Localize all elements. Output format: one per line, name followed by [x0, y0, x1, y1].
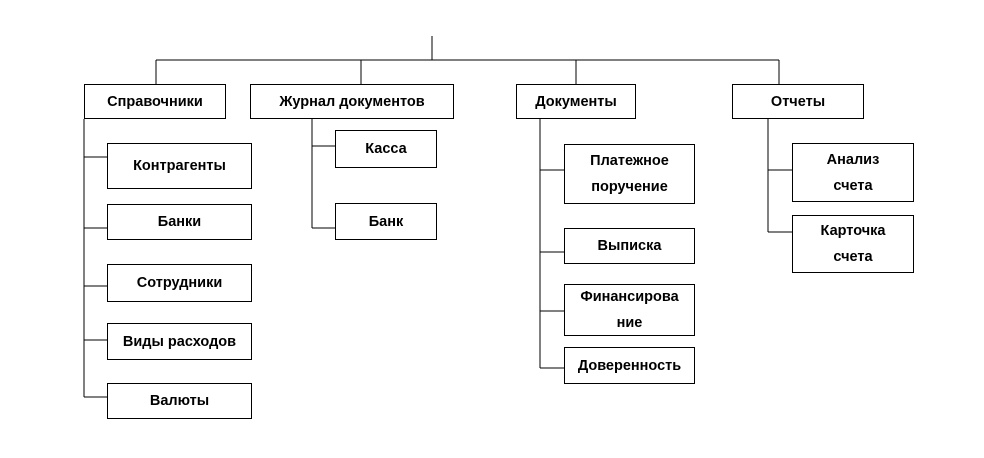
node-box-finansirovanie: Финансирова ние [564, 284, 695, 336]
node-box-banki: Банки [107, 204, 252, 240]
node-box-vidy-raskhodov: Виды расходов [107, 323, 252, 360]
node-label: Касса [365, 141, 407, 157]
node-label: Карточка счета [820, 223, 886, 265]
node-box-bank: Банк [335, 203, 437, 240]
node-box-doverennost: Доверенность [564, 347, 695, 384]
node-box-vypiska: Выписка [564, 228, 695, 264]
node-box-kassa: Касса [335, 130, 437, 168]
node-label: Контрагенты [133, 158, 226, 174]
node-label: Банки [157, 214, 202, 230]
node-label: Анализ счета [826, 151, 880, 194]
category-box-otchety: Отчеты [732, 84, 864, 119]
category-box-zhurnal-dokumentov: Журнал документов [250, 84, 454, 119]
category-label: Отчеты [770, 93, 826, 110]
category-label: Журнал документов [279, 93, 425, 110]
node-box-kartochka-scheta: Карточка счета [792, 215, 914, 273]
node-label: Виды расходов [122, 333, 237, 350]
node-label: Валюты [149, 393, 210, 409]
node-label: Финансирова ние [580, 289, 679, 331]
node-label: Доверенность [577, 357, 682, 374]
node-box-platezhnoe-poruchenie: Платежное поручение [564, 144, 695, 204]
node-box-valyuty: Валюты [107, 383, 252, 419]
node-label: Банк [368, 213, 404, 230]
category-box-spravochniki: Справочники [84, 84, 226, 119]
category-label: Документы [535, 93, 617, 110]
node-box-sotrudniki: Сотрудники [107, 264, 252, 302]
node-label: Платежное поручение [590, 153, 669, 195]
node-box-analiz-scheta: Анализ счета [792, 143, 914, 202]
category-box-dokumenty: Документы [516, 84, 636, 119]
node-label: Сотрудники [136, 275, 223, 291]
node-label: Выписка [597, 238, 662, 254]
category-label: Справочники [107, 93, 203, 110]
node-box-kontragenty: Контрагенты [107, 143, 252, 189]
